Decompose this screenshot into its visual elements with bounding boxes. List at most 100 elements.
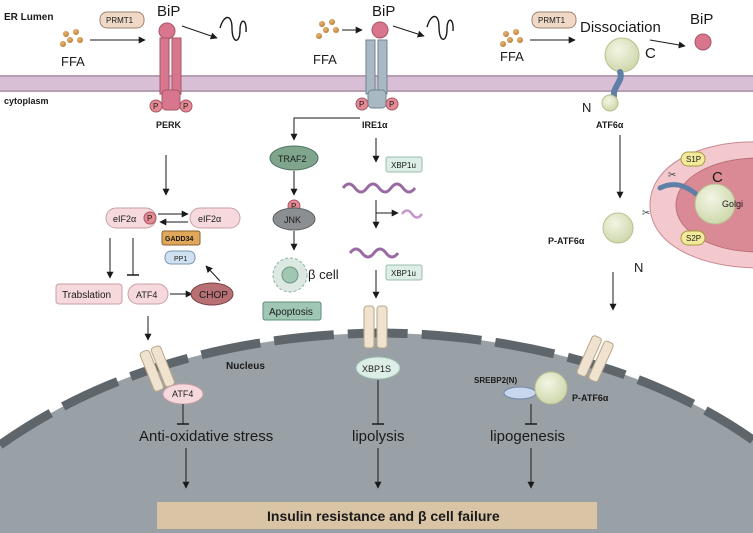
prmt1-label-1: PRMT1 [106,16,134,25]
atf6-c-label: C [645,45,656,62]
unfolded-protein-1 [219,16,247,41]
srebp2-to-lipogenesis-inhibit [525,404,537,425]
bip-label-3: BiP [690,11,713,28]
bip-label-1: BiP [157,3,180,20]
lipogenesis-label: lipogenesis [490,428,565,445]
footer-box [157,502,597,529]
footer-label: Insulin resistance and β cell failure [267,508,500,524]
eif2a-p-phospho-label: P [147,214,152,223]
ffa-label-3: FFA [500,49,524,64]
beta-cell-icon [272,257,308,293]
jnk-box [272,207,316,231]
perk-p-right [179,99,193,113]
xbp1u-mrna-1 [341,182,417,194]
scissors-icon-2: ✂ [642,208,650,219]
nuclear-p-atf6-ball [534,371,568,405]
ire1-p-right-label: P [389,100,394,109]
xbp1s-mrna [348,247,400,259]
translation-box [55,283,123,305]
eif2a-box [189,207,241,229]
ffa-dots-2 [316,19,339,39]
jnk-label: JNK [284,215,301,225]
pp1-label: PP1 [174,256,187,263]
spliced-intron [400,209,424,219]
er-lumen-label: ER Lumen [4,12,53,23]
xbp1u-label-1: XBP1u [391,161,416,170]
ire1-receptor [365,39,388,109]
nuclear-pore-3 [576,335,614,383]
s1p-box [680,151,706,167]
ffa-label-1: FFA [61,54,85,69]
perk-p-right-label: P [183,102,188,111]
apoptosis-label: Apoptosis [269,307,313,318]
xbp1u-tag-1 [385,156,423,173]
s2p-box [680,230,706,246]
s2p-label: S2P [686,234,701,243]
atf6-c-ball [604,37,640,73]
srebp2-label: SREBP2(N) [474,376,517,385]
chop-box [190,282,234,306]
eif2a-p-phospho [143,211,157,225]
p-atf6-n-label: N [634,260,643,275]
chop-to-gadd34-arrow [205,265,221,282]
eif2a-label: eIF2α [198,214,221,224]
pp1-box [164,250,196,265]
s1p-label: S1P [686,155,701,164]
bip-release-arrow-1 [181,25,218,40]
er-membrane [0,75,753,92]
unfolded-protein-2 [426,15,454,40]
scissors-icon-1: ✂ [668,170,676,181]
atf6-n-ball [601,94,619,112]
atf4-to-antioxidative-inhibit [177,404,189,425]
atf6-n-label: N [582,100,591,115]
ffa-label-2: FFA [313,52,337,67]
gadd34-label: GADD34 [165,236,194,243]
golgi-atf6-c-ball [694,183,736,225]
golgi-atf6-tm [657,182,699,197]
atf4-box [127,283,169,305]
antioxidative-stress-label: Anti-oxidative stress [139,428,273,445]
bip-ball-2 [371,21,389,39]
xbp1s-box [355,356,401,380]
xbp1u-tag-2 [385,264,423,281]
prmt1-box-3 [531,11,577,29]
atf4-nuclear-label: ATF4 [172,389,193,399]
xbp1u-label-2: XBP1u [391,269,416,278]
prmt1-label-3: PRMT1 [538,16,566,25]
cytoplasm-label: cytoplasm [4,96,49,106]
ffa-dots-3 [500,29,523,47]
golgi-label: Golgi [722,199,743,209]
nuclear-pore-2 [363,305,388,349]
ire1-p-left-label: P [359,100,364,109]
atf6-label: ATF6α [596,120,624,130]
atf4-label: ATF4 [136,290,157,300]
beta-cell-label: β cell [308,267,339,282]
chop-label: CHOP [199,290,228,301]
gadd34-box [161,230,201,246]
golgi-c-label: C [712,169,723,186]
lipolysis-label: lipolysis [352,428,405,445]
perk-receptor [159,37,182,111]
perk-p-left [149,99,163,113]
eif2a-p-label: eIF2α [113,214,136,224]
traf2-box [269,145,319,171]
ire1-p-left [355,97,369,111]
atf6-tm-segment [610,69,624,99]
p-atf6-label: P-ATF6α [548,236,585,246]
ire1-p-right [385,97,399,111]
p-atf6-ball [602,212,634,244]
bip-ball-3 [694,33,712,51]
ire1-to-traf2-arrow [290,117,360,141]
srebp2-shape [503,386,537,400]
traf2-label: TRAF2 [278,154,307,164]
ffa-dots-1 [60,29,83,47]
xbp1s-label: XBP1S [362,364,391,374]
nucleus-label: Nucleus [226,361,265,372]
bip-ball-1 [158,22,176,40]
eif2a-to-atf4-inhibit [127,238,139,276]
bip-label-2: BiP [372,3,395,20]
nuclear-p-atf6-label: P-ATF6α [572,393,609,403]
ire1-label: IRE1α [362,120,388,130]
perk-p-left-label: P [153,102,158,111]
